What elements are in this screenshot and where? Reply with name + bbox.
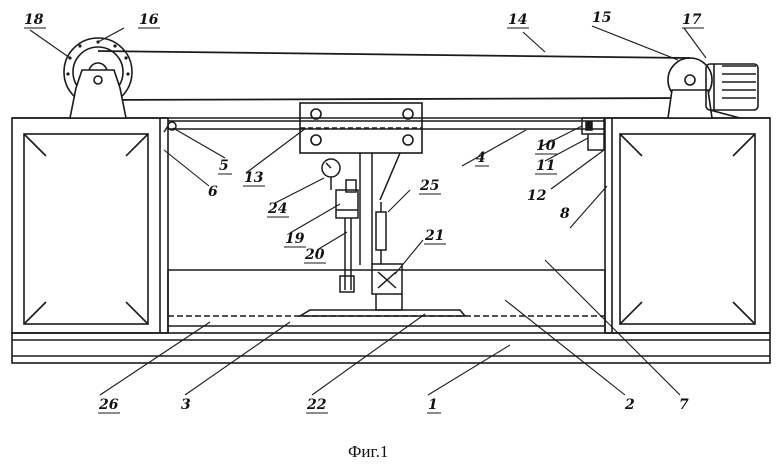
callout-22: 22 (306, 397, 327, 413)
left-side-frame (12, 118, 168, 333)
callout-19: 19 (285, 231, 305, 247)
callout-2: 2 (624, 397, 635, 413)
spring-damper (376, 202, 386, 264)
callout-26: 26 (98, 397, 119, 413)
callout-10: 10 (536, 138, 556, 154)
callout-7: 7 (679, 397, 689, 413)
left-pulley-assembly (64, 38, 132, 118)
figure-caption: Фиг.1 (348, 442, 388, 461)
callout-8: 8 (560, 206, 570, 222)
callout-17: 17 (682, 12, 702, 28)
callout-20: 20 (304, 247, 325, 263)
carriage (300, 103, 422, 153)
callout-24: 24 (267, 201, 287, 217)
right-pulley-motor (668, 58, 758, 118)
callout-4: 4 (476, 150, 486, 166)
sample-plate (300, 310, 465, 316)
dial-gauge (322, 159, 340, 190)
callout-12: 12 (527, 188, 547, 204)
callout-18: 18 (24, 12, 44, 28)
holder (336, 180, 358, 218)
callout-3: 3 (181, 397, 191, 413)
callout-11: 11 (536, 158, 555, 174)
callout-1: 1 (428, 397, 438, 413)
drive-belt (98, 51, 690, 100)
probe-column (360, 153, 400, 265)
callout-15: 15 (592, 10, 611, 26)
rod (340, 218, 354, 292)
callout-16: 16 (139, 12, 159, 28)
callout-labels: 18 16 14 15 17 10 11 12 8 4 5 6 13 24 19… (24, 10, 702, 413)
callout-25: 25 (419, 178, 439, 194)
callout-14: 14 (508, 12, 527, 28)
callout-5: 5 (219, 158, 229, 174)
callout-6: 6 (208, 184, 218, 200)
limit-switch (582, 118, 604, 150)
callout-13: 13 (244, 170, 264, 186)
right-side-frame (605, 118, 770, 333)
hinge (164, 122, 176, 132)
base-frame (12, 333, 770, 363)
callout-21: 21 (424, 228, 444, 244)
